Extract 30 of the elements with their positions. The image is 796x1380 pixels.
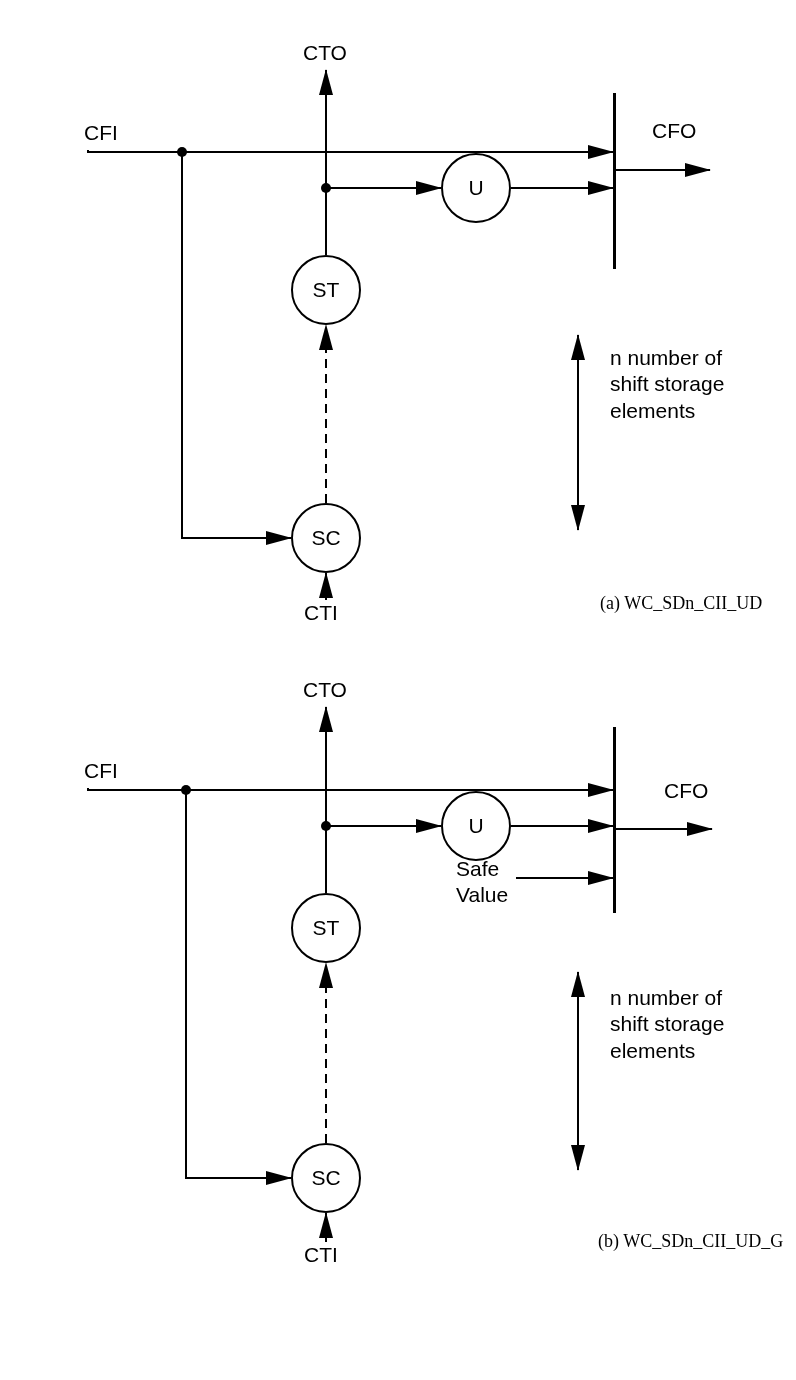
signal-label: CTI [304, 600, 348, 630]
node-text: U [468, 814, 484, 838]
signal-label: CFO [664, 778, 724, 829]
node-text: ST [312, 278, 340, 302]
annotation-text: n number of shift storage elements [610, 345, 726, 424]
dashed-arrow [319, 324, 333, 504]
node-text: SC [311, 526, 341, 550]
dashed-arrow [319, 962, 333, 1144]
arrow [510, 181, 614, 195]
annotation-text: n number of shift storage elements [610, 985, 726, 1064]
arrow [515, 871, 614, 885]
node-text: SC [311, 1166, 341, 1190]
node-text: ST [312, 916, 340, 940]
figure-caption: (b) WC_SDn_CII_UD_G [598, 1230, 784, 1253]
signal-label: CFI [84, 120, 130, 150]
figure-caption: (a) WC_SDn_CII_UD [600, 592, 763, 615]
arrow [510, 819, 614, 833]
merge-bar [613, 727, 616, 913]
signal-label: Safe Value [456, 856, 516, 910]
merge-bar [613, 93, 616, 269]
signal-label: CFI [84, 758, 130, 788]
arrow [319, 572, 333, 601]
arrow [319, 1212, 333, 1243]
signal-label: CTI [304, 1242, 348, 1272]
node-text: U [468, 176, 484, 200]
signal-label: CTO [303, 677, 353, 707]
signal-label: CTO [303, 40, 353, 70]
arrow [615, 163, 711, 177]
arrow [615, 822, 713, 836]
signal-label: CFO [652, 118, 712, 170]
